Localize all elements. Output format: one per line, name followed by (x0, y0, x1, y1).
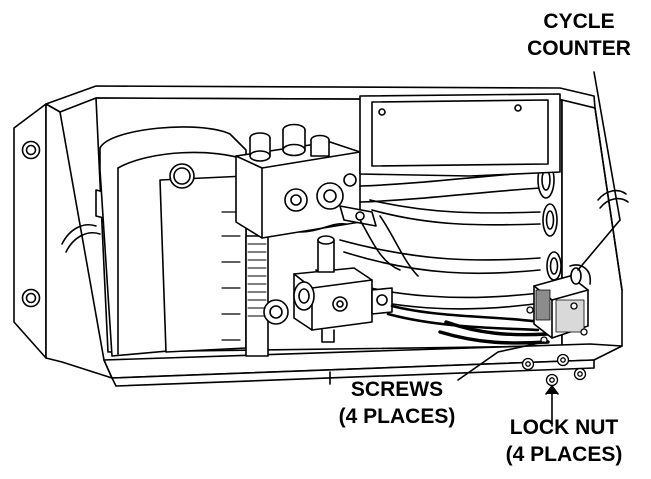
cycle-counter-label-line1: CYCLE (543, 10, 615, 33)
left-housing (99, 126, 247, 357)
black-cable (438, 320, 550, 345)
screws (526, 302, 588, 344)
wire-bundle (386, 304, 542, 332)
lock-nut-label: LOCK NUT (4 PLACES) (478, 414, 650, 468)
cycle-counter-label: CYCLE COUNTER (514, 8, 644, 62)
lock-nut-label-line2: (4 PLACES) (505, 443, 623, 466)
cycle-counter-leader (593, 71, 621, 221)
manifold-port-3 (343, 173, 357, 187)
screws-leader (457, 341, 545, 381)
right-side-clip (597, 189, 629, 209)
lock-nuts (521, 353, 587, 387)
screws-label-line2: (4 PLACES) (338, 405, 456, 428)
screws-label: SCREWS (4 PLACES) (312, 376, 482, 430)
adjust-knob-2 (282, 123, 306, 157)
drive-gear (245, 235, 289, 357)
valve-manifold (235, 123, 377, 239)
leader-lines (457, 71, 621, 427)
adjust-knob-1 (249, 132, 271, 162)
left-mounting-flange (13, 103, 47, 359)
screws-label-line1: SCREWS (350, 378, 444, 401)
scale-ticks (221, 211, 241, 341)
cycle-counter-label-line2: COUNTER (527, 37, 631, 60)
solenoid-valve (293, 235, 393, 343)
lock-nut-label-line1: LOCK NUT (509, 416, 619, 439)
adjust-knob-3 (310, 134, 330, 157)
cycle-counter (533, 264, 592, 339)
upper-right-plate (359, 93, 561, 177)
